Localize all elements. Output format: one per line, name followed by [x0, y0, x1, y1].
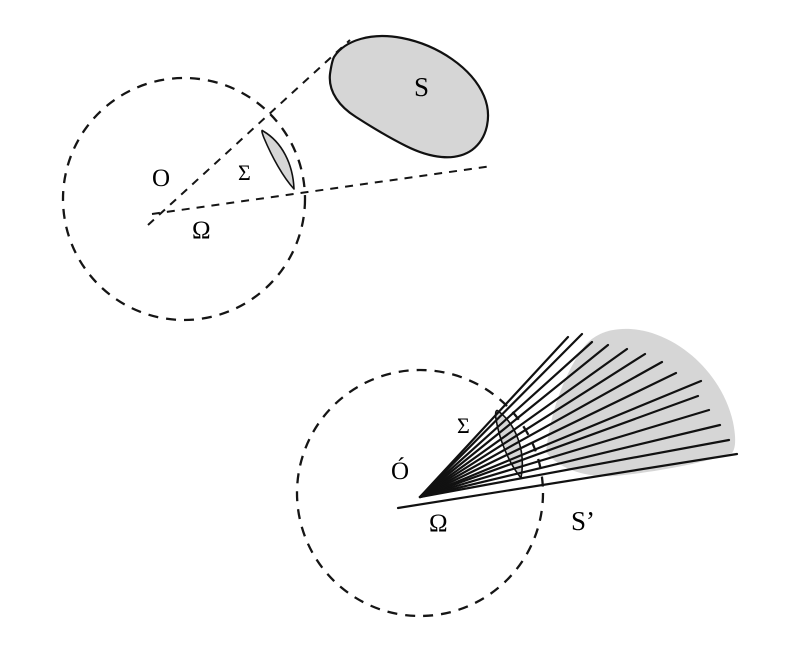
surface-S-prime-region [546, 328, 736, 477]
cone-edge-upper-top [147, 39, 351, 226]
label-surface-upper: S [414, 72, 429, 102]
ray-line [418, 394, 700, 499]
ray-fan [396, 332, 739, 510]
surface-S [328, 34, 490, 159]
ray-line [418, 335, 570, 499]
sphere-circle-lower [295, 368, 545, 618]
ray-line [418, 343, 610, 499]
sphere-circle-upper [61, 76, 307, 322]
cone-edge-upper-bottom [151, 165, 493, 215]
patch-sigma-upper [261, 129, 295, 190]
label-surface-lower: S’ [571, 506, 595, 536]
ray-line [418, 347, 629, 499]
label-center-upper: O [152, 165, 170, 192]
label-solid-angle-upper: Ω [192, 217, 211, 244]
label-patch-lower: Σ [457, 413, 470, 438]
upper-figure: O Ω Σ S [61, 34, 493, 322]
label-patch-upper: Σ [238, 160, 251, 185]
ray-line [418, 423, 722, 499]
ray-line [418, 332, 584, 499]
lower-figure: Ó Ω Σ S’ [295, 328, 739, 618]
ray-line [418, 379, 703, 499]
ray-line [418, 438, 731, 499]
ray-line [418, 340, 594, 499]
ray-line [418, 360, 664, 499]
ray-line [418, 352, 647, 499]
label-center-lower: Ó [391, 457, 409, 485]
ray-line [418, 371, 678, 499]
label-solid-angle-lower: Ω [429, 510, 448, 537]
ray-line [396, 452, 739, 510]
ray-line [418, 408, 711, 499]
